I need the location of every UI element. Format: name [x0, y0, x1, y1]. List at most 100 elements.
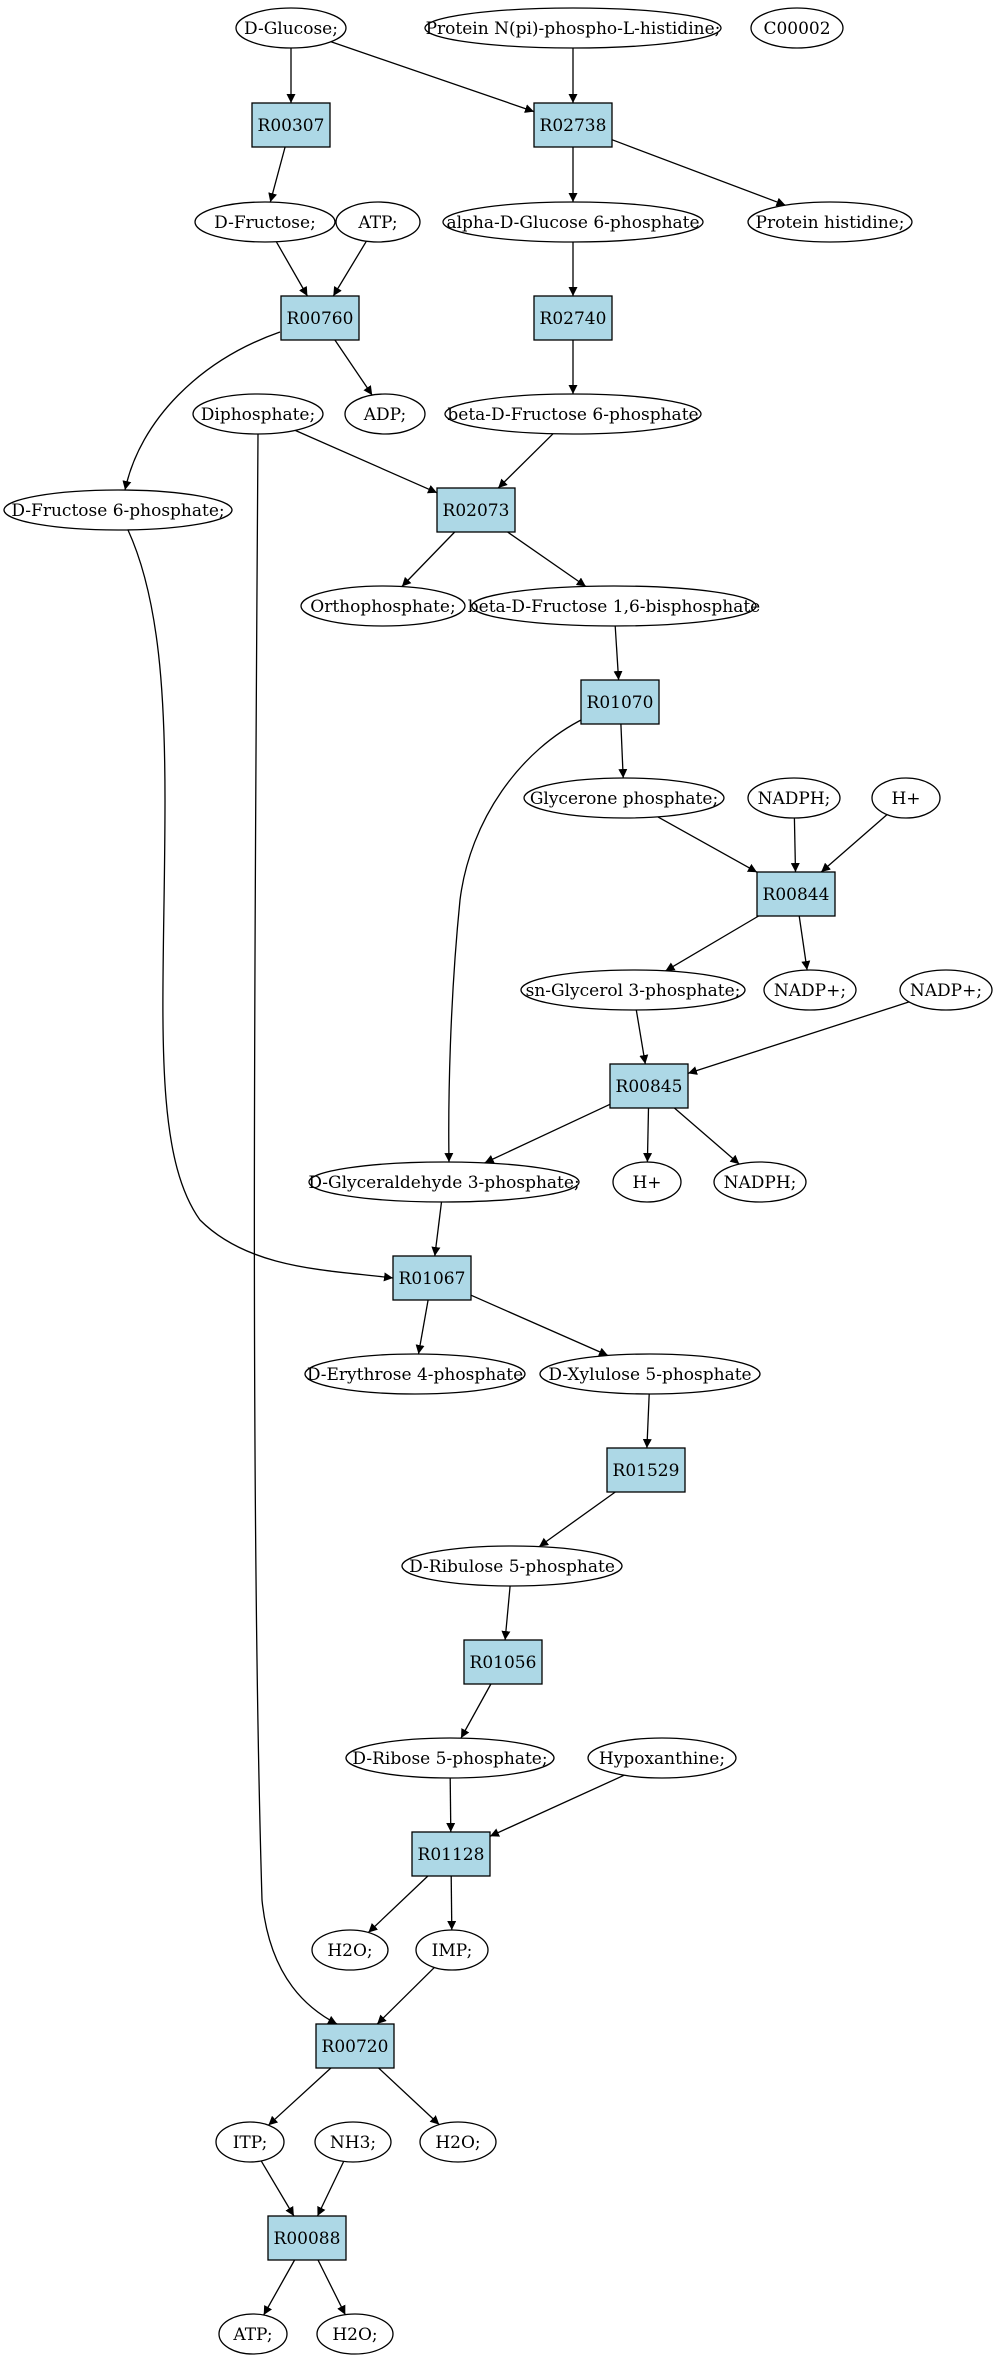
compound-node-n_protphos: Protein N(pi)-phospho-L-histidine;	[424, 7, 722, 49]
compound-node-n_hypox: Hypoxanthine;	[587, 1737, 737, 1779]
edge-n_nadp2-to-r_R00845	[687, 1001, 910, 1075]
node-shape	[587, 1737, 737, 1779]
edge-r_R02738-to-n_prothis	[611, 139, 786, 207]
node-shape	[580, 679, 660, 725]
node-label: Glycerone phosphate;	[530, 789, 718, 809]
node-label: ADP;	[363, 405, 406, 425]
node-shape	[300, 585, 466, 627]
edge-r_R00088-to-n_h2o3	[317, 2259, 346, 2315]
compound-node-n_h2o3: H2O;	[316, 2313, 394, 2355]
reaction-node-r_R00845: R00845	[609, 1063, 689, 1109]
node-shape	[280, 295, 360, 341]
node-label: R01070	[587, 693, 654, 713]
reaction-node-r_R00760: R00760	[280, 295, 360, 341]
reaction-node-r_R01529: R01529	[606, 1447, 686, 1493]
node-shape	[335, 201, 421, 243]
compound-node-n_imp: IMP;	[415, 1929, 489, 1971]
node-label: R00720	[322, 2037, 389, 2057]
edge-r_R01070-to-n_g3p	[444, 717, 586, 1163]
edge-n_atp1-to-r_R00760	[332, 240, 367, 297]
compound-node-n_ag6p: alpha-D-Glucose 6-phosphate	[442, 201, 704, 243]
node-label: D-Ribulose 5-phosphate	[409, 1557, 615, 1577]
compound-node-n_g3p: D-Glyceraldehyde 3-phosphate;	[308, 1161, 580, 1203]
node-shape	[442, 201, 704, 243]
nodes-layer: D-Glucose; Protein N(pi)-phospho-L-histid…	[3, 7, 993, 2355]
edge-r_R00845-to-n_nadph2	[673, 1107, 740, 1165]
compound-node-n_c00002: C00002	[750, 7, 844, 49]
node-label: R00844	[763, 885, 830, 905]
node-label: alpha-D-Glucose 6-phosphate	[446, 213, 699, 233]
edge-n_imp-to-r_R00720	[376, 1966, 435, 2025]
edge-n_bf16bp-to-r_R01070	[613, 625, 623, 681]
node-shape	[192, 393, 324, 435]
node-label: R01529	[613, 1461, 680, 1481]
node-label: R01056	[470, 1653, 537, 1673]
node-shape	[523, 777, 725, 819]
compound-node-n_df6p: D-Fructose 6-phosphate;	[3, 489, 233, 531]
node-shape	[304, 1353, 526, 1395]
node-shape	[763, 969, 857, 1011]
edge-n_sng3p-to-r_R00845	[635, 1009, 649, 1065]
node-label: D-Glucose;	[244, 19, 338, 39]
node-shape	[871, 777, 941, 819]
edge-r_R00844-to-n_nadp1	[798, 915, 811, 971]
node-shape	[194, 201, 336, 243]
node-label: D-Glyceraldehyde 3-phosphate;	[308, 1173, 579, 1193]
node-shape	[520, 969, 746, 1011]
node-label: ITP;	[233, 2133, 268, 2153]
edge-n_diphos-to-r_R00720	[253, 433, 338, 2025]
node-label: D-Ribose 5-phosphate;	[352, 1749, 547, 1769]
compound-node-n_atp2: ATP;	[218, 2313, 288, 2355]
edge-r_R00760-to-n_df6p	[122, 331, 281, 491]
compound-node-n_itp: ITP;	[215, 2121, 285, 2163]
node-shape	[251, 102, 331, 148]
node-shape	[218, 2313, 288, 2355]
node-shape	[899, 969, 993, 1011]
node-shape	[750, 7, 844, 49]
node-shape	[533, 295, 613, 341]
compound-node-n_x5p: D-Xylulose 5-phosphate	[539, 1353, 761, 1395]
node-label: D-Fructose;	[214, 213, 316, 233]
node-shape	[747, 777, 841, 819]
edge-n_r5p-to-r_R01128	[446, 1777, 456, 1833]
node-shape	[308, 1161, 580, 1203]
compound-node-n_atp1: ATP;	[335, 201, 421, 243]
reaction-node-r_R01070: R01070	[580, 679, 660, 725]
edge-r_R02073-to-n_orthophos	[401, 531, 456, 587]
edge-r_R01128-to-n_h2o1	[367, 1875, 429, 1933]
node-label: Protein N(pi)-phospho-L-histidine;	[426, 19, 721, 39]
node-label: NADPH;	[724, 1173, 797, 1193]
edge-n_glycerone-to-r_R00844	[657, 816, 758, 873]
node-shape	[267, 2215, 347, 2261]
edge-r_R01067-to-n_x5p	[470, 1294, 609, 1357]
node-shape	[713, 1161, 807, 1203]
node-label: C00002	[763, 19, 830, 39]
node-shape	[444, 393, 702, 435]
node-shape	[539, 1353, 761, 1395]
edge-n_df6p-to-r_R01067	[127, 529, 394, 1282]
compound-node-n_nadph2: NADPH;	[713, 1161, 807, 1203]
reaction-node-r_R00307: R00307	[251, 102, 331, 148]
node-label: NADPH;	[758, 789, 831, 809]
node-shape	[215, 2121, 285, 2163]
node-label: NH3;	[330, 2133, 376, 2153]
node-label: D-Xylulose 5-phosphate	[548, 1365, 751, 1385]
node-shape	[345, 1737, 555, 1779]
node-shape	[424, 7, 722, 49]
compound-node-n_glucose: D-Glucose;	[235, 7, 347, 49]
edge-n_nh3-to-r_R00088	[316, 2161, 345, 2217]
compound-node-n_nadp1: NADP+;	[763, 969, 857, 1011]
edge-r_R01056-to-n_r5p	[460, 1683, 492, 1739]
node-label: R01067	[399, 1269, 466, 1289]
edge-r_R01070-to-n_glycerone	[618, 723, 628, 779]
node-label: beta-D-Fructose 1,6-bisphosphate	[468, 597, 760, 617]
edge-n_hplus1-to-r_R00844	[820, 814, 888, 873]
node-shape	[612, 1161, 682, 1203]
node-label: H+	[891, 789, 920, 809]
node-label: R02738	[540, 116, 607, 136]
node-label: H2O;	[327, 1941, 372, 1961]
edge-r_R00720-to-n_itp	[267, 2067, 332, 2126]
node-shape	[314, 2121, 392, 2163]
edges-layer	[122, 41, 910, 2316]
